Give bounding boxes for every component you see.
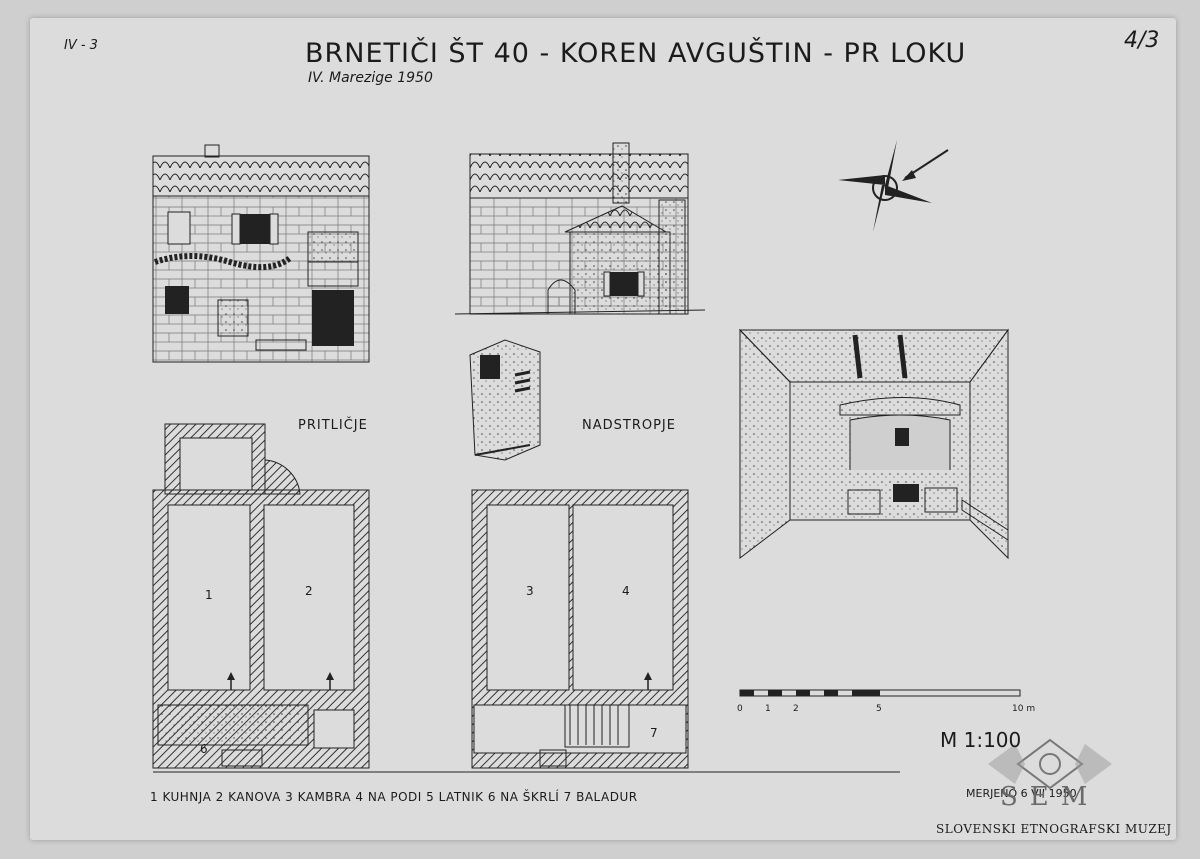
ethnographic-museum-logo-icon xyxy=(988,738,1112,790)
side-elevation xyxy=(454,142,706,315)
measured-date: MERJENO 6 VII 1950 xyxy=(966,787,1077,800)
chimney-detail xyxy=(469,339,541,461)
room-number: 4 xyxy=(622,584,630,598)
room-number: 7 xyxy=(650,726,658,740)
ground-floor-plan xyxy=(152,423,370,769)
front-elevation xyxy=(152,144,370,363)
upper-floor-label: NADSTROPJE xyxy=(582,418,676,433)
scale-tick-label: 5 xyxy=(876,704,882,714)
page-number: 4/3 xyxy=(1124,28,1160,53)
wind-arrow-icon xyxy=(902,149,949,181)
upper-floor-plan xyxy=(471,489,689,769)
scale-bar xyxy=(739,689,1021,697)
drawing-title: BRNETIČI ŠT 40 - KOREN AVGUŠTIN - PR LOK… xyxy=(305,38,967,69)
drawing-subtitle: IV. Marezige 1950 xyxy=(308,70,433,86)
watermark-letters: SEM xyxy=(1000,782,1100,812)
scale-tick-label: 1 xyxy=(765,704,771,714)
room-number: 1 xyxy=(205,588,213,602)
scale-ratio: M 1:100 xyxy=(940,728,1022,752)
ground-floor-label: PRITLIČJE xyxy=(298,418,368,433)
compass-rose-icon xyxy=(838,140,932,232)
room-number: 3 xyxy=(526,584,534,598)
scale-tick-label: 10 m xyxy=(1012,704,1036,714)
sheet-code: IV - 3 xyxy=(64,38,98,53)
scale-tick-label: 0 xyxy=(737,704,743,714)
kitchen-interior-perspective xyxy=(738,328,1009,560)
museum-name: SLOVENSKI ETNOGRAFSKI MUZEJ xyxy=(936,822,1172,836)
room-legend: 1 KUHNJA 2 KANOVA 3 KAMBRA 4 NA PODI 5 L… xyxy=(150,790,638,804)
room-number: 6 xyxy=(200,742,208,756)
room-number: 2 xyxy=(305,584,313,598)
scale-tick-label: 2 xyxy=(793,704,799,714)
